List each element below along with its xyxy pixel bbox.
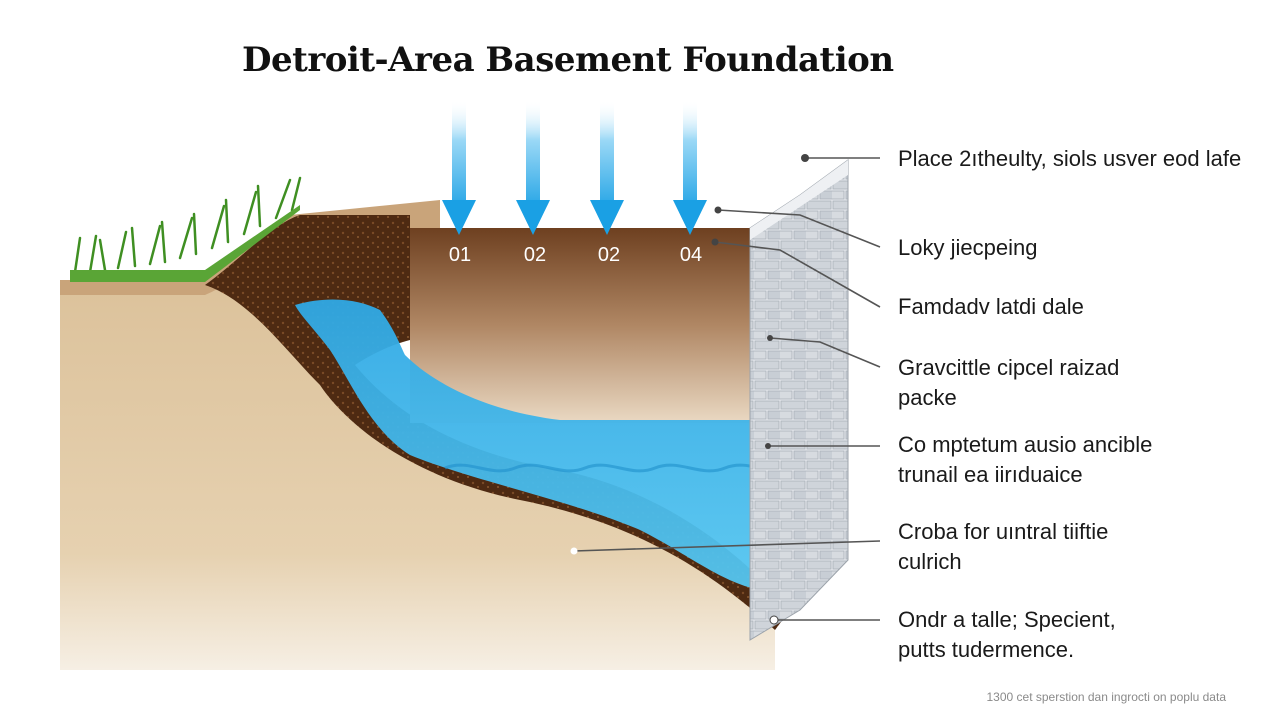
pressure-arrow-1 (442, 100, 476, 235)
pressure-arrow-4 (673, 100, 707, 235)
step-number-3: 02 (598, 244, 620, 266)
leader-lines (573, 157, 881, 621)
callout-label-7: Ondr a talle; Specient, putts tudermence… (898, 607, 1116, 662)
footnote: 1300 cet sperstion dan ingrocti on poplu… (986, 690, 1226, 704)
basement-pit (410, 228, 750, 423)
water-flow (295, 299, 795, 592)
step-number-4: 04 (680, 244, 702, 266)
pressure-arrows (442, 100, 707, 235)
step-number-2: 02 (524, 244, 546, 266)
sandy-soil-layer (60, 282, 775, 670)
callout-label-5: Co mptetum ausio ancible trunail ea iirı… (898, 432, 1153, 487)
grass-strip (70, 205, 300, 282)
leader-line-2 (717, 209, 881, 248)
callout-label-4: Gravcittle cipcel raizad packe (898, 355, 1120, 410)
callout-label-2: Loky jiecpeing (898, 235, 1038, 260)
callout-label-3: Famdadv latdi dale (898, 294, 1084, 319)
step-number-1: 01 (449, 244, 471, 266)
leader-line-4 (769, 337, 881, 368)
leader-line-3 (714, 241, 881, 308)
wall-top-face (750, 160, 848, 240)
leader-dots (570, 154, 809, 625)
diagram-title: Detroit-Area Basement Foundation (242, 40, 894, 80)
callout-label-6: Croba for uıntral tiiftie culrich (898, 519, 1109, 574)
pressure-arrow-3 (590, 100, 624, 235)
callout-label-1: Place 2ıtheulty, siols usver eod lafe (898, 146, 1242, 171)
water-surface-wave (444, 463, 796, 473)
grass-tufts (73, 176, 302, 274)
pressure-arrow-2 (516, 100, 550, 235)
leader-line-6 (573, 540, 881, 552)
brick-foundation-wall (749, 159, 849, 641)
